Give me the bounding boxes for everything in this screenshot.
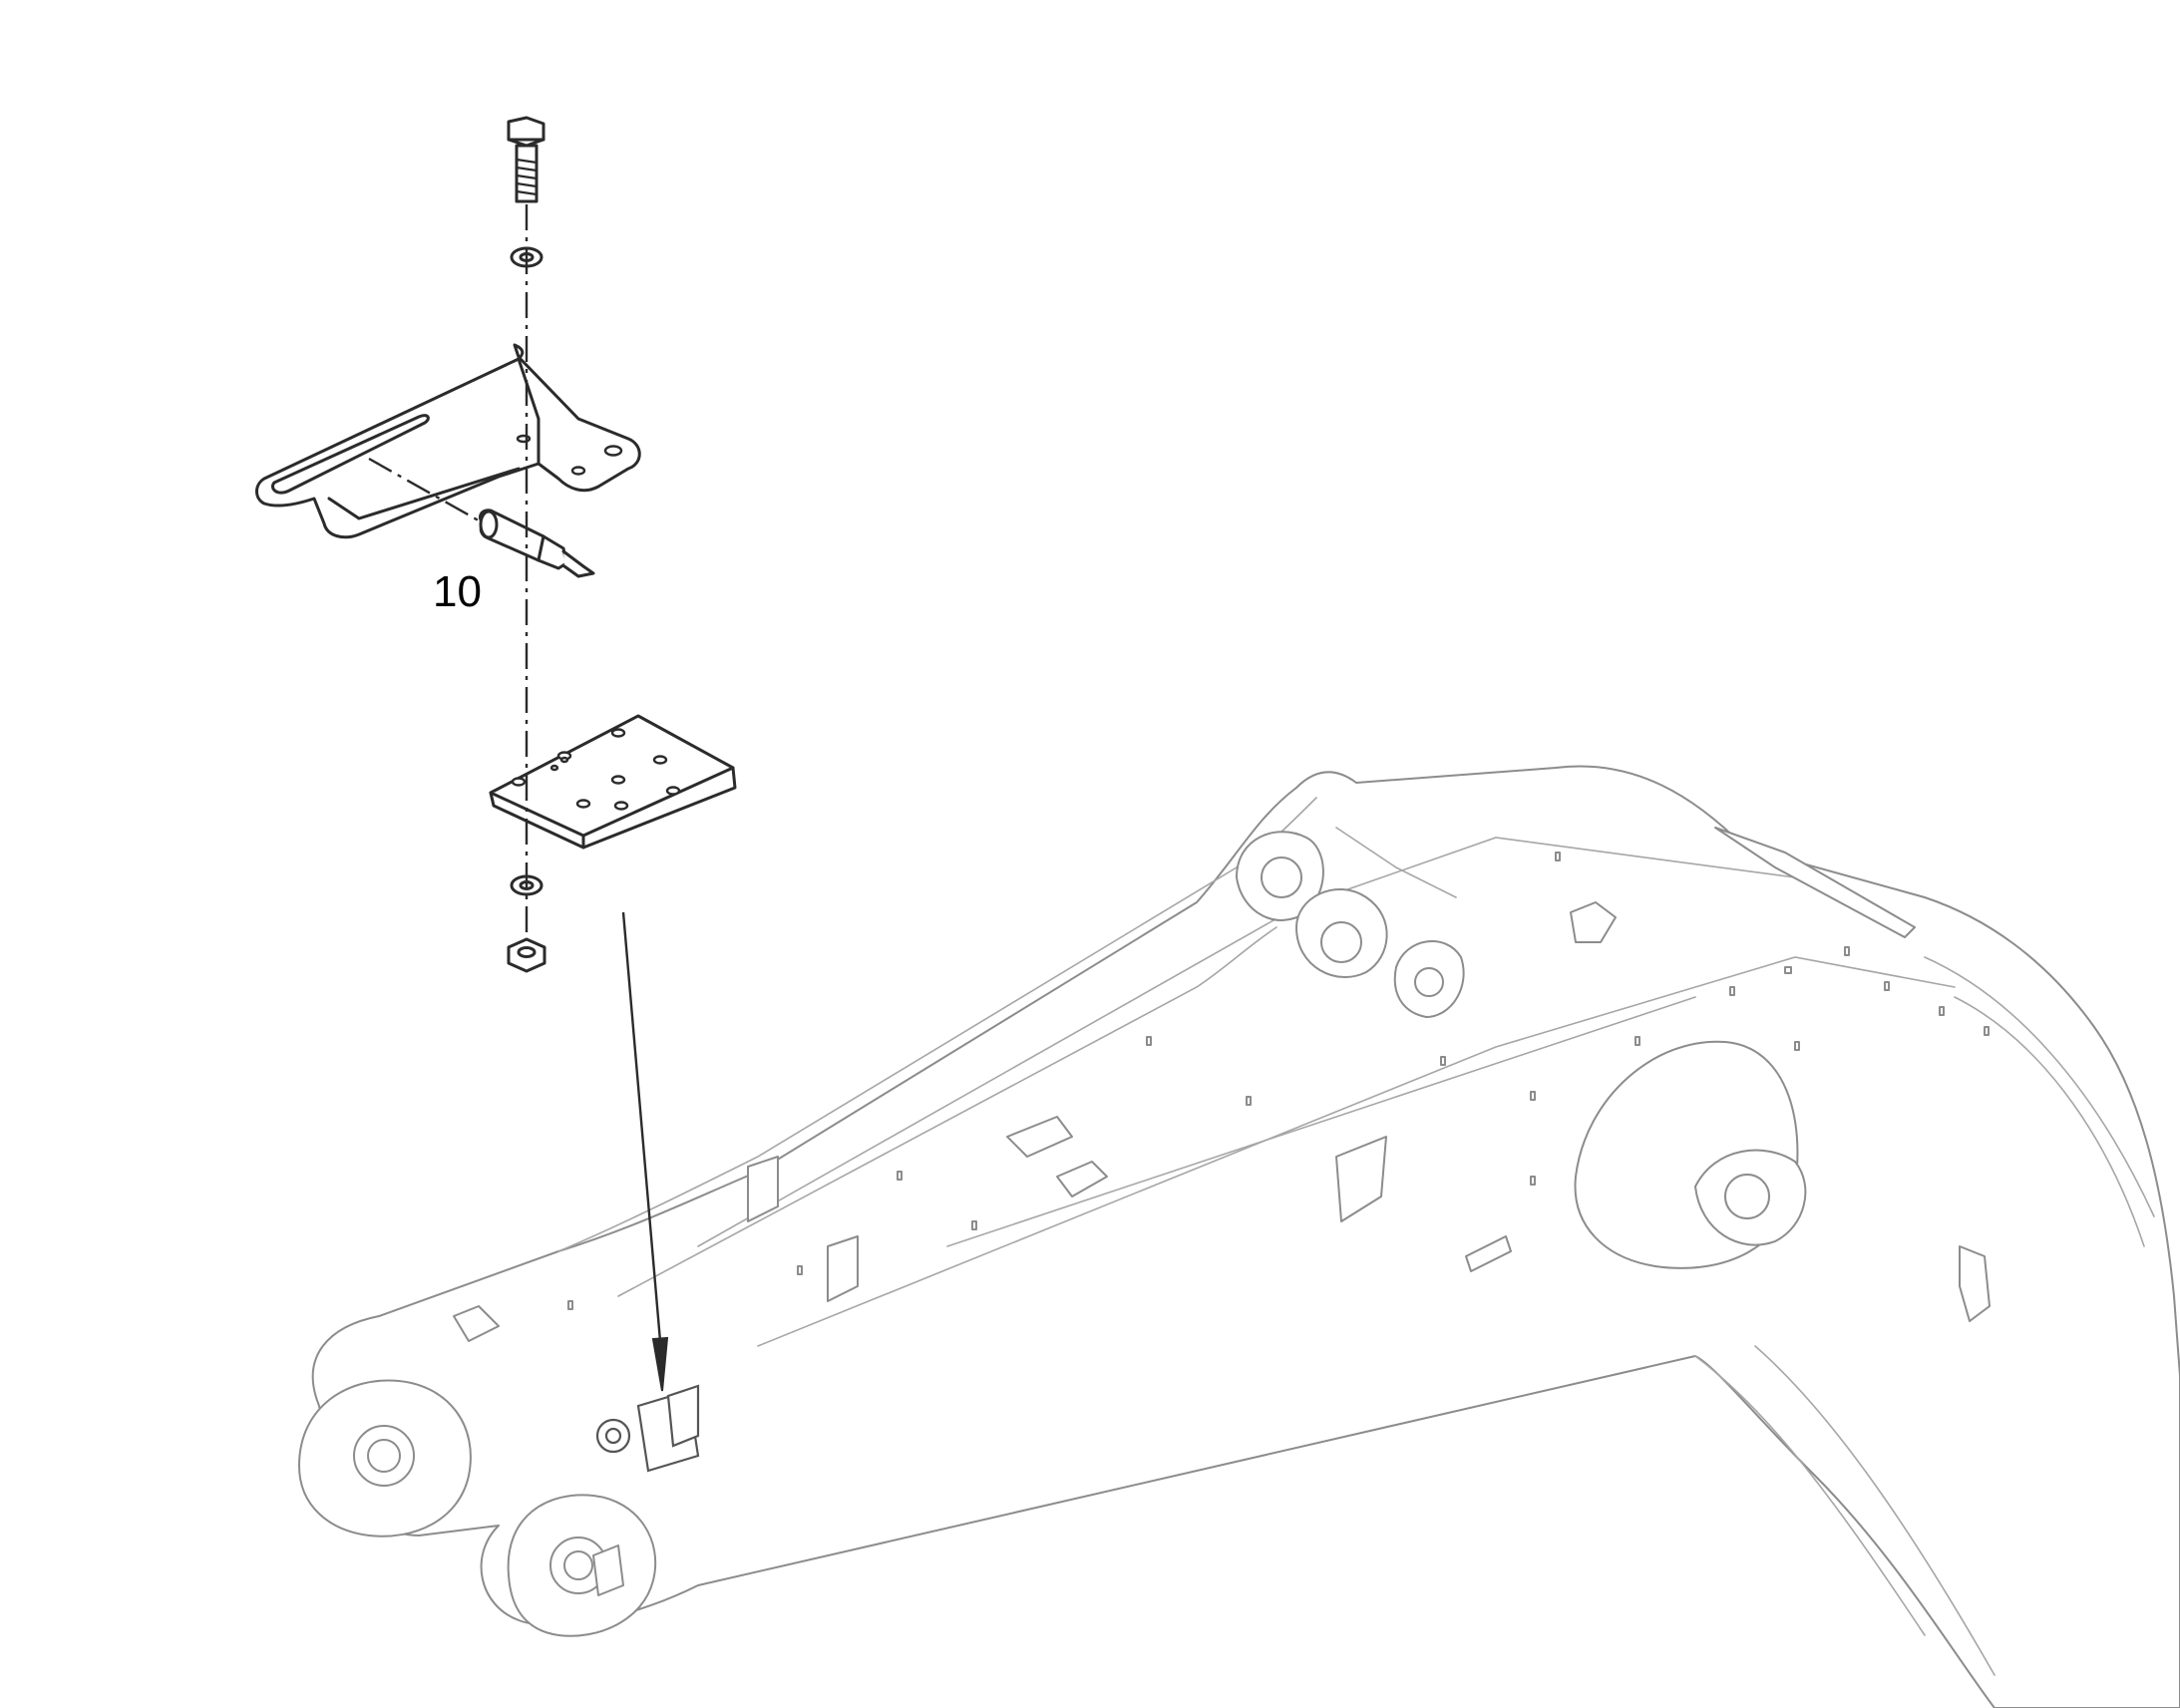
hex-nut xyxy=(507,937,546,973)
mounted-sensor-assembly xyxy=(595,1384,700,1473)
callout-10: 10 xyxy=(433,567,482,616)
mounting-plate xyxy=(489,714,737,850)
location-leader-arrow xyxy=(621,911,669,1392)
excavator-boom xyxy=(298,765,2180,1708)
assembly-centerline xyxy=(368,204,529,937)
sensor-10 xyxy=(479,509,595,578)
hex-bolt xyxy=(507,116,545,203)
sensor-bracket xyxy=(255,343,641,539)
